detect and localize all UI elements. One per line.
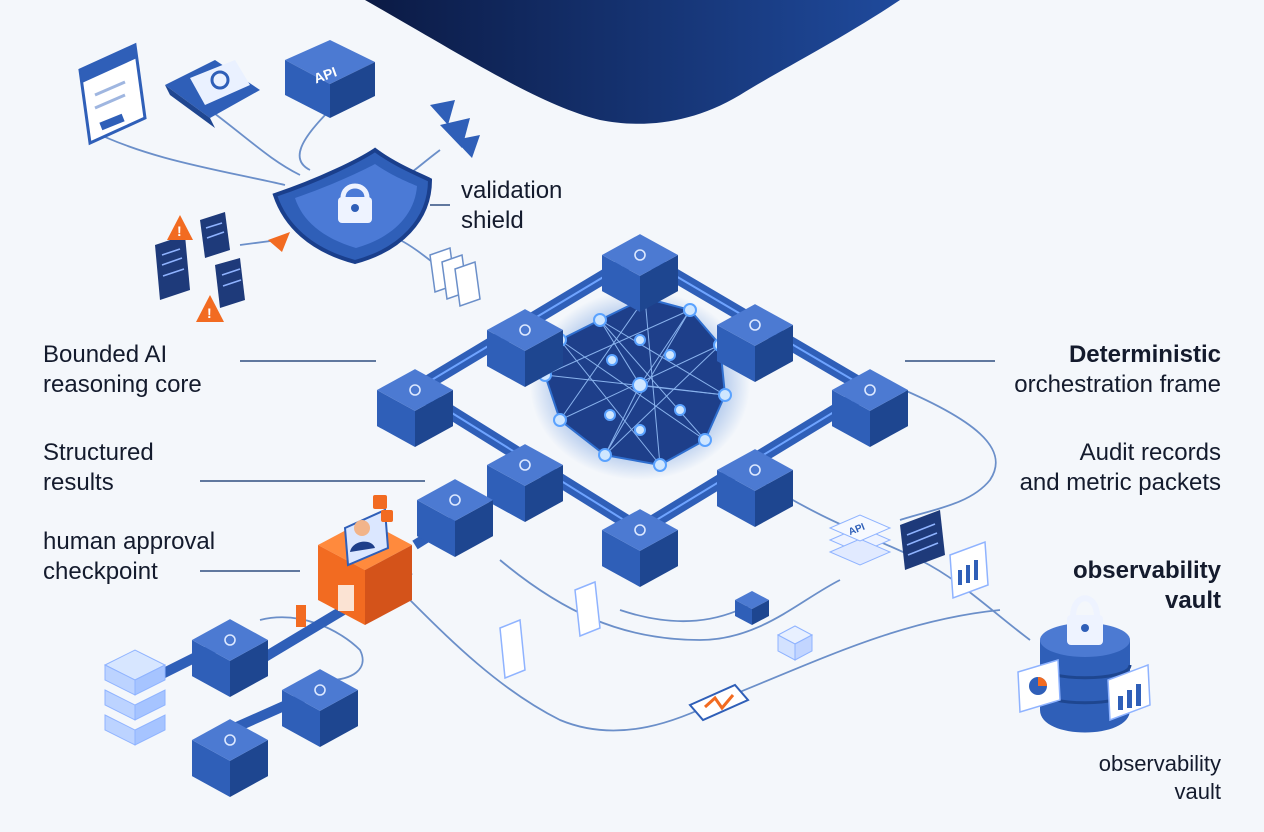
api-box-icon: API	[285, 40, 375, 118]
label-vault-title: observability vault	[1073, 556, 1221, 616]
header-swoosh	[365, 0, 900, 124]
label-vault-title-line2: vault	[1164, 587, 1221, 614]
frame-cube-lower-left	[487, 444, 563, 522]
ai-reasoning-core	[530, 290, 750, 480]
frame-cube-left	[377, 369, 453, 447]
label-structured-results-line2: results	[43, 469, 114, 496]
validation-shield-icon	[272, 147, 433, 265]
svg-text:!: !	[177, 223, 182, 239]
label-orchestration-frame: Deterministic orchestration frame	[1014, 340, 1221, 400]
api-box-label: API	[311, 63, 338, 86]
frame-cube-upper-right	[717, 304, 793, 382]
label-validation-shield: validation shield	[461, 176, 562, 236]
label-orchestration-frame-line2: orchestration frame	[1014, 371, 1221, 398]
label-bounded-core-line1: Bounded AI	[43, 341, 168, 368]
data-packets	[499, 580, 814, 722]
label-validation-shield-line1: validation	[461, 177, 563, 204]
label-audit-records: Audit records and metric packets	[1020, 438, 1221, 498]
frame-cube-upper-left	[487, 309, 563, 387]
frame-cube-results	[417, 479, 493, 557]
warning-triangle-icons: ! !	[167, 215, 290, 322]
label-audit-records-line2: and metric packets	[1019, 469, 1221, 496]
frame-cubes	[192, 234, 908, 797]
label-orchestration-frame-line1: Deterministic	[1068, 341, 1221, 368]
label-vault-caption-line2: vault	[1174, 779, 1221, 804]
frame-cube-top	[602, 234, 678, 312]
audit-records-icons: API	[828, 510, 989, 600]
infra-cube-terminal	[192, 719, 268, 797]
label-human-checkpoint-line1: human approval	[43, 528, 216, 555]
label-human-checkpoint: human approval checkpoint	[43, 527, 215, 587]
code-snippets-left	[155, 212, 245, 308]
frame-cube-lower-right	[717, 449, 793, 527]
infra-cube-network	[192, 619, 268, 697]
browser-window-icon	[78, 42, 147, 146]
api-stack-icon: API	[828, 514, 892, 566]
label-vault-title-line1: observability	[1072, 557, 1221, 584]
svg-text:!: !	[207, 305, 212, 321]
infra-cube-settings	[282, 669, 358, 747]
label-vault-caption: observability vault	[1099, 750, 1221, 806]
label-validation-shield-line2: shield	[461, 207, 524, 234]
incoming-arrows-icon	[430, 100, 480, 158]
label-vault-caption-line1: observability	[1098, 751, 1221, 776]
document-stack-icon	[429, 246, 481, 308]
label-human-checkpoint-line2: checkpoint	[43, 558, 158, 585]
label-bounded-core: Bounded AI reasoning core	[43, 340, 202, 400]
observability-vault-icon	[1017, 595, 1151, 733]
label-structured-results-line1: Structured	[43, 439, 154, 466]
human-approval-checkpoint-icon	[296, 495, 412, 627]
label-structured-results: Structured results	[43, 438, 154, 498]
frame-cube-right	[832, 369, 908, 447]
email-envelope-icon	[165, 60, 260, 128]
label-bounded-core-line2: reasoning core	[43, 371, 202, 398]
database-stack-icon	[103, 649, 167, 746]
label-audit-records-line1: Audit records	[1079, 439, 1221, 466]
annotation-lines	[200, 204, 995, 572]
frame-cube-bottom	[602, 509, 678, 587]
